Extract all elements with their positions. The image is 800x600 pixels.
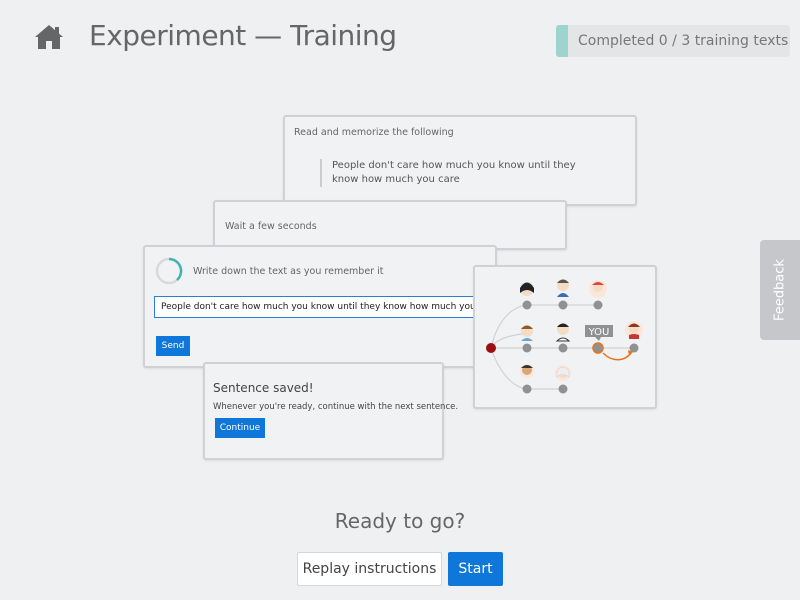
- saved-card: Sentence saved! Whenever you're ready, c…: [203, 362, 458, 460]
- you-node: [592, 342, 604, 354]
- memorize-card: Read and memorize the following People d…: [283, 115, 637, 206]
- network-node: [522, 384, 532, 394]
- send-button[interactable]: Send: [156, 336, 190, 356]
- avatar-icon: [520, 364, 534, 378]
- memorize-instruction: Read and memorize the following: [294, 127, 454, 138]
- ready-text: Ready to go?: [334, 509, 466, 533]
- feedback-tab[interactable]: Feedback: [760, 240, 800, 340]
- root-node: [486, 343, 496, 353]
- avatar-icon: [589, 280, 607, 298]
- wait-card: Wait a few seconds: [213, 200, 567, 250]
- progress-fill: [556, 25, 568, 57]
- saved-title: Sentence saved!: [213, 381, 314, 395]
- page-title: Experiment — Training: [89, 19, 397, 52]
- avatar-icon: [520, 282, 534, 296]
- network-node: [593, 300, 603, 310]
- feedback-label: Feedback: [772, 259, 788, 321]
- memory-text-input[interactable]: People don't care how much you know unti…: [154, 296, 474, 318]
- network-node: [558, 300, 568, 310]
- wait-instruction: Wait a few seconds: [225, 221, 317, 232]
- you-label: YOU: [588, 327, 610, 338]
- avatar-icon: [555, 365, 571, 381]
- memorize-quote: People don't care how much you know unti…: [320, 159, 600, 187]
- network-node: [522, 300, 532, 310]
- spinner-icon: [155, 257, 183, 285]
- avatar-icon: [555, 323, 571, 342]
- network-card: YOU: [473, 265, 657, 409]
- network-node: [558, 343, 568, 353]
- network-node: [522, 343, 532, 353]
- replay-instructions-button[interactable]: Replay instructions: [297, 552, 442, 586]
- start-button[interactable]: Start: [448, 552, 503, 586]
- write-card: Write down the text as you remember it P…: [143, 245, 497, 368]
- continue-button[interactable]: Continue: [215, 418, 265, 438]
- network-diagram: YOU: [486, 279, 643, 394]
- write-instruction: Write down the text as you remember it: [193, 266, 384, 277]
- network-node: [558, 384, 568, 394]
- home-icon[interactable]: [34, 24, 64, 50]
- progress-bar: Completed 0 / 3 training texts: [556, 25, 790, 57]
- you-badge: YOU: [585, 325, 613, 341]
- progress-text: Completed 0 / 3 training texts: [578, 33, 789, 49]
- avatar-icon: [625, 321, 643, 339]
- network-node: [629, 343, 639, 353]
- avatar-icon: [557, 279, 569, 297]
- avatar-icon: [521, 325, 533, 341]
- saved-message: Whenever you're ready, continue with the…: [213, 402, 459, 412]
